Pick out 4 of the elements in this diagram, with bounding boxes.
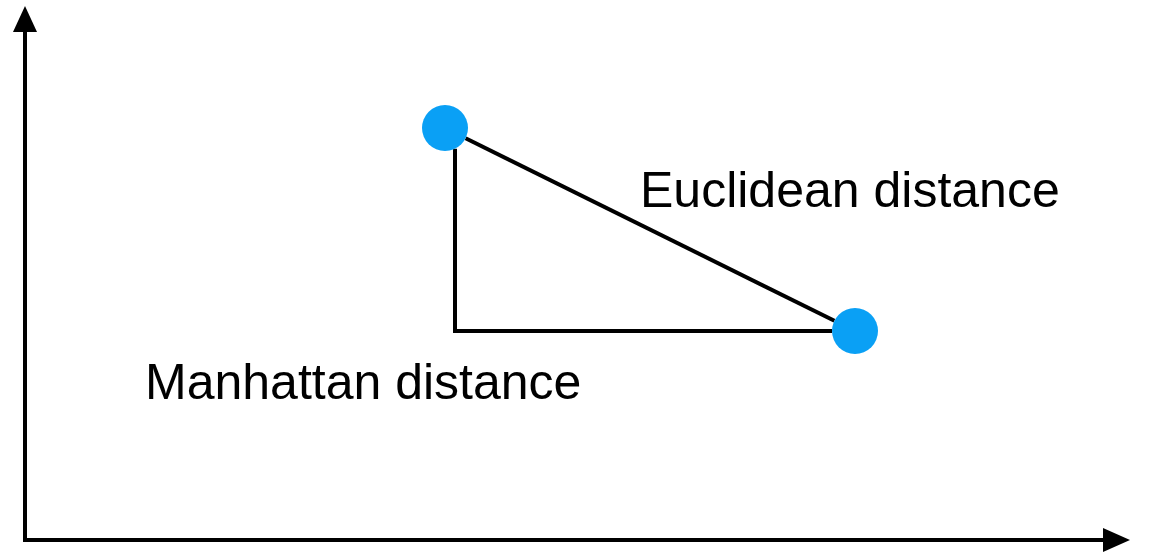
edge-label: Manhattan distance	[145, 357, 582, 407]
data-point	[832, 308, 878, 354]
data-point	[422, 105, 468, 151]
edge-label: Euclidean distance	[640, 165, 1060, 215]
